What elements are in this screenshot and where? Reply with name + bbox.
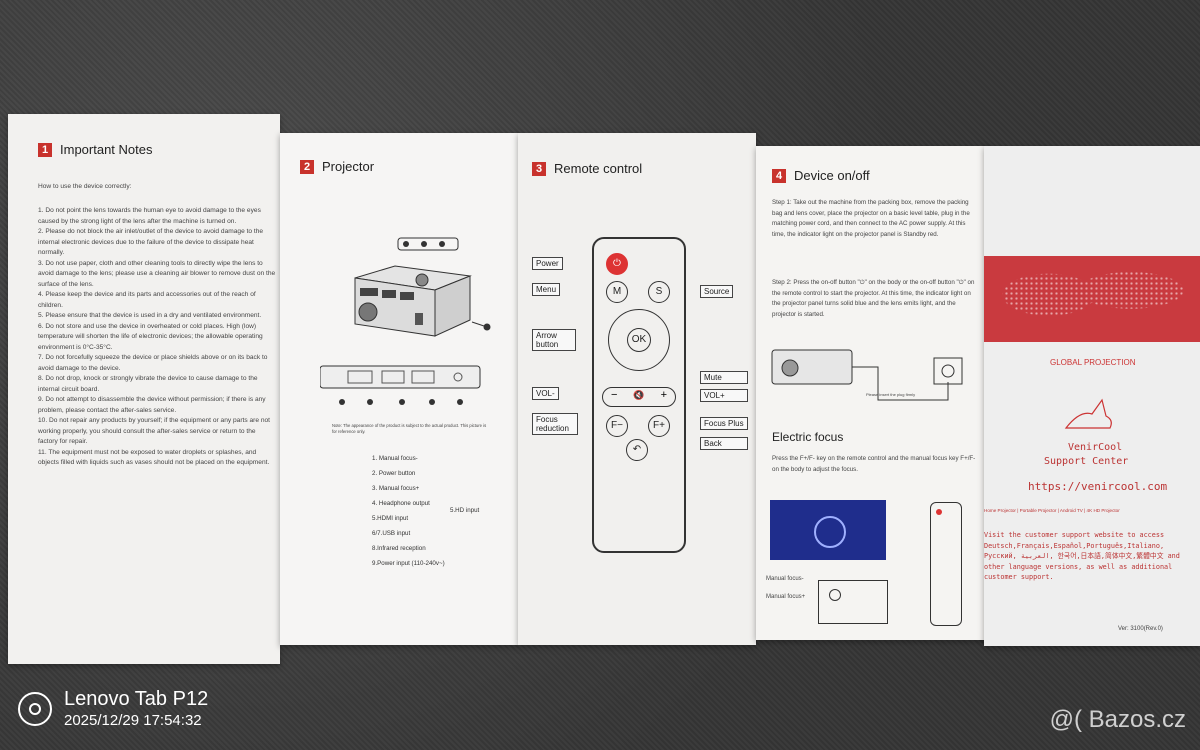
- note-item: 4. Please keep the device and its parts …: [38, 291, 256, 309]
- focus-plus-key: F+: [648, 415, 670, 437]
- label-arrow: Arrow button: [532, 329, 576, 351]
- label-focus-reduction: Focus reduction: [532, 413, 578, 435]
- part-item: 1. Manual focus-: [372, 455, 418, 462]
- section-title-text: Important Notes: [60, 142, 153, 157]
- part-item: 3. Manual focus+: [372, 485, 420, 492]
- plug-note: Please insert the plug firmly: [866, 392, 916, 397]
- section-title-1: 1 Important Notes: [38, 142, 153, 157]
- note-item: 1. Do not point the lens towards the hum…: [38, 207, 261, 225]
- note-item: 5. Please ensure that the device is used…: [38, 312, 262, 319]
- panel-important-notes: 1 Important Notes How to use the device …: [8, 114, 280, 664]
- focus-knob-icon: [829, 589, 841, 601]
- section-title-4: 4 Device on/off: [772, 168, 870, 183]
- label-focus-plus: Focus Plus: [700, 417, 748, 430]
- power-icon: ⏻: [606, 253, 628, 275]
- dpad: OK: [608, 309, 670, 371]
- note-item: 3. Do not use paper, cloth and other cle…: [38, 259, 276, 288]
- ok-key: OK: [627, 328, 651, 352]
- projector-parts-list: 1. Manual focus- 2. Power button 3. Manu…: [372, 451, 512, 571]
- menu-key: M: [606, 281, 628, 303]
- label-source: Source: [700, 285, 734, 298]
- part-item: 2. Power button: [372, 470, 416, 477]
- note-item: 9. Do not attempt to disassemble the dev…: [38, 396, 266, 414]
- step-1: Step 1: Take out the machine from the pa…: [772, 199, 970, 238]
- volume-rocker: − 🔇 +: [602, 387, 676, 407]
- section-title-text: Remote control: [554, 161, 643, 176]
- panel-projector: 2 Projector Note: The appearance of the …: [280, 133, 518, 645]
- section-number: 4: [772, 168, 786, 183]
- section-number: 2: [300, 159, 314, 174]
- part-item: 6/7.USB input: [372, 530, 411, 537]
- brand-name: VenirCool: [1068, 442, 1123, 453]
- plug-illustration: [771, 349, 963, 401]
- note-item: 2. Please do not block the air inlet/out…: [38, 228, 264, 256]
- focus-minus-key: F−: [606, 415, 628, 437]
- vol-minus-key: −: [611, 389, 618, 401]
- electric-focus-text: Press the F+/F- key on the remote contro…: [772, 455, 976, 473]
- manual-focus-plus: Manual focus+: [766, 594, 806, 600]
- note-item: 10. Do not repair any products by yourse…: [38, 417, 271, 445]
- part-item: 4. Headphone output: [372, 500, 430, 507]
- label-back: Back: [700, 437, 748, 450]
- label-menu: Menu: [532, 283, 561, 296]
- label-power: Power: [532, 257, 563, 270]
- product-categories: Home Projector | Portable Projector | An…: [984, 508, 1120, 513]
- focus-screen-image: [770, 500, 886, 560]
- back-icon: ↶: [626, 439, 648, 461]
- section-number: 3: [532, 161, 546, 176]
- brand-support: Support Center: [1044, 456, 1129, 467]
- panel-remote-control: 3 Remote control ⏻ M S OK − 🔇 + F− F+ ↶ …: [518, 133, 756, 645]
- section-title-2: 2 Projector: [300, 159, 374, 174]
- label-vol-minus: VOL-: [532, 387, 559, 400]
- mini-remote-icon: [930, 502, 962, 626]
- note-item: 7. Do not forcefully squeeze the device …: [38, 354, 268, 372]
- device-name: Lenovo Tab P12: [64, 688, 209, 710]
- part-item: 9.Power input (110-240v~): [372, 560, 445, 567]
- appearance-note: Note: The appearance of the product is s…: [332, 423, 487, 434]
- site-watermark: @( Bazos.cz: [1049, 706, 1186, 733]
- section-title-text: Projector: [322, 159, 375, 174]
- source-key: S: [648, 281, 670, 303]
- focus-knob-illustration: [818, 580, 888, 624]
- notes-list: 1. Do not point the lens towards the hum…: [38, 206, 276, 469]
- note-item: 11. The equipment must not be exposed to…: [38, 448, 270, 467]
- section-title-text: Device on/off: [794, 168, 870, 183]
- version: Ver: 3100(Rev.0): [1118, 626, 1163, 632]
- section-title-3: 3 Remote control: [532, 161, 642, 176]
- hd-input-label: 5.HD input: [450, 507, 480, 514]
- section-number: 1: [38, 142, 52, 157]
- note-item: 6. Do not store and use the device in ov…: [38, 322, 263, 351]
- electric-focus-title: Electric focus: [772, 430, 844, 444]
- world-map-banner: [984, 256, 1200, 342]
- remote-illustration: ⏻ M S OK − 🔇 + F− F+ ↶: [592, 237, 686, 553]
- manual-focus-minus: Manual focus-: [766, 576, 804, 582]
- vol-plus-key: +: [660, 389, 667, 401]
- part-item: 5.HDMI input: [372, 515, 409, 522]
- capture-datetime: 2025/12/29 17:54:32: [64, 712, 202, 729]
- support-text: Visit the customer support website to ac…: [984, 531, 1180, 581]
- notes-intro: How to use the device correctly:: [38, 183, 132, 190]
- mute-icon: 🔇: [633, 390, 645, 400]
- focus-ring-icon: [814, 516, 846, 548]
- fox-logo-icon: [1064, 398, 1112, 429]
- label-vol-plus: VOL+: [700, 389, 748, 402]
- label-mute: Mute: [700, 371, 748, 384]
- step-2: Step 2: Press the on-off button "⏻" on t…: [772, 279, 975, 318]
- website-link: https://venircool.com: [1028, 480, 1168, 493]
- note-item: 8. Do not drop, knock or strongly vibrat…: [38, 375, 258, 393]
- projector-illustration: [320, 237, 491, 405]
- camera-logo-icon: [18, 692, 52, 726]
- part-item: 8.Infrared reception: [372, 545, 426, 552]
- power-dot: [936, 509, 942, 515]
- panel-support: GLOBAL PROJECTION VenirCool Support Cent…: [984, 146, 1200, 646]
- global-projection: GLOBAL PROJECTION: [1050, 358, 1136, 367]
- panel-device-onoff: 4 Device on/off Step 1: Take out the mac…: [756, 146, 990, 640]
